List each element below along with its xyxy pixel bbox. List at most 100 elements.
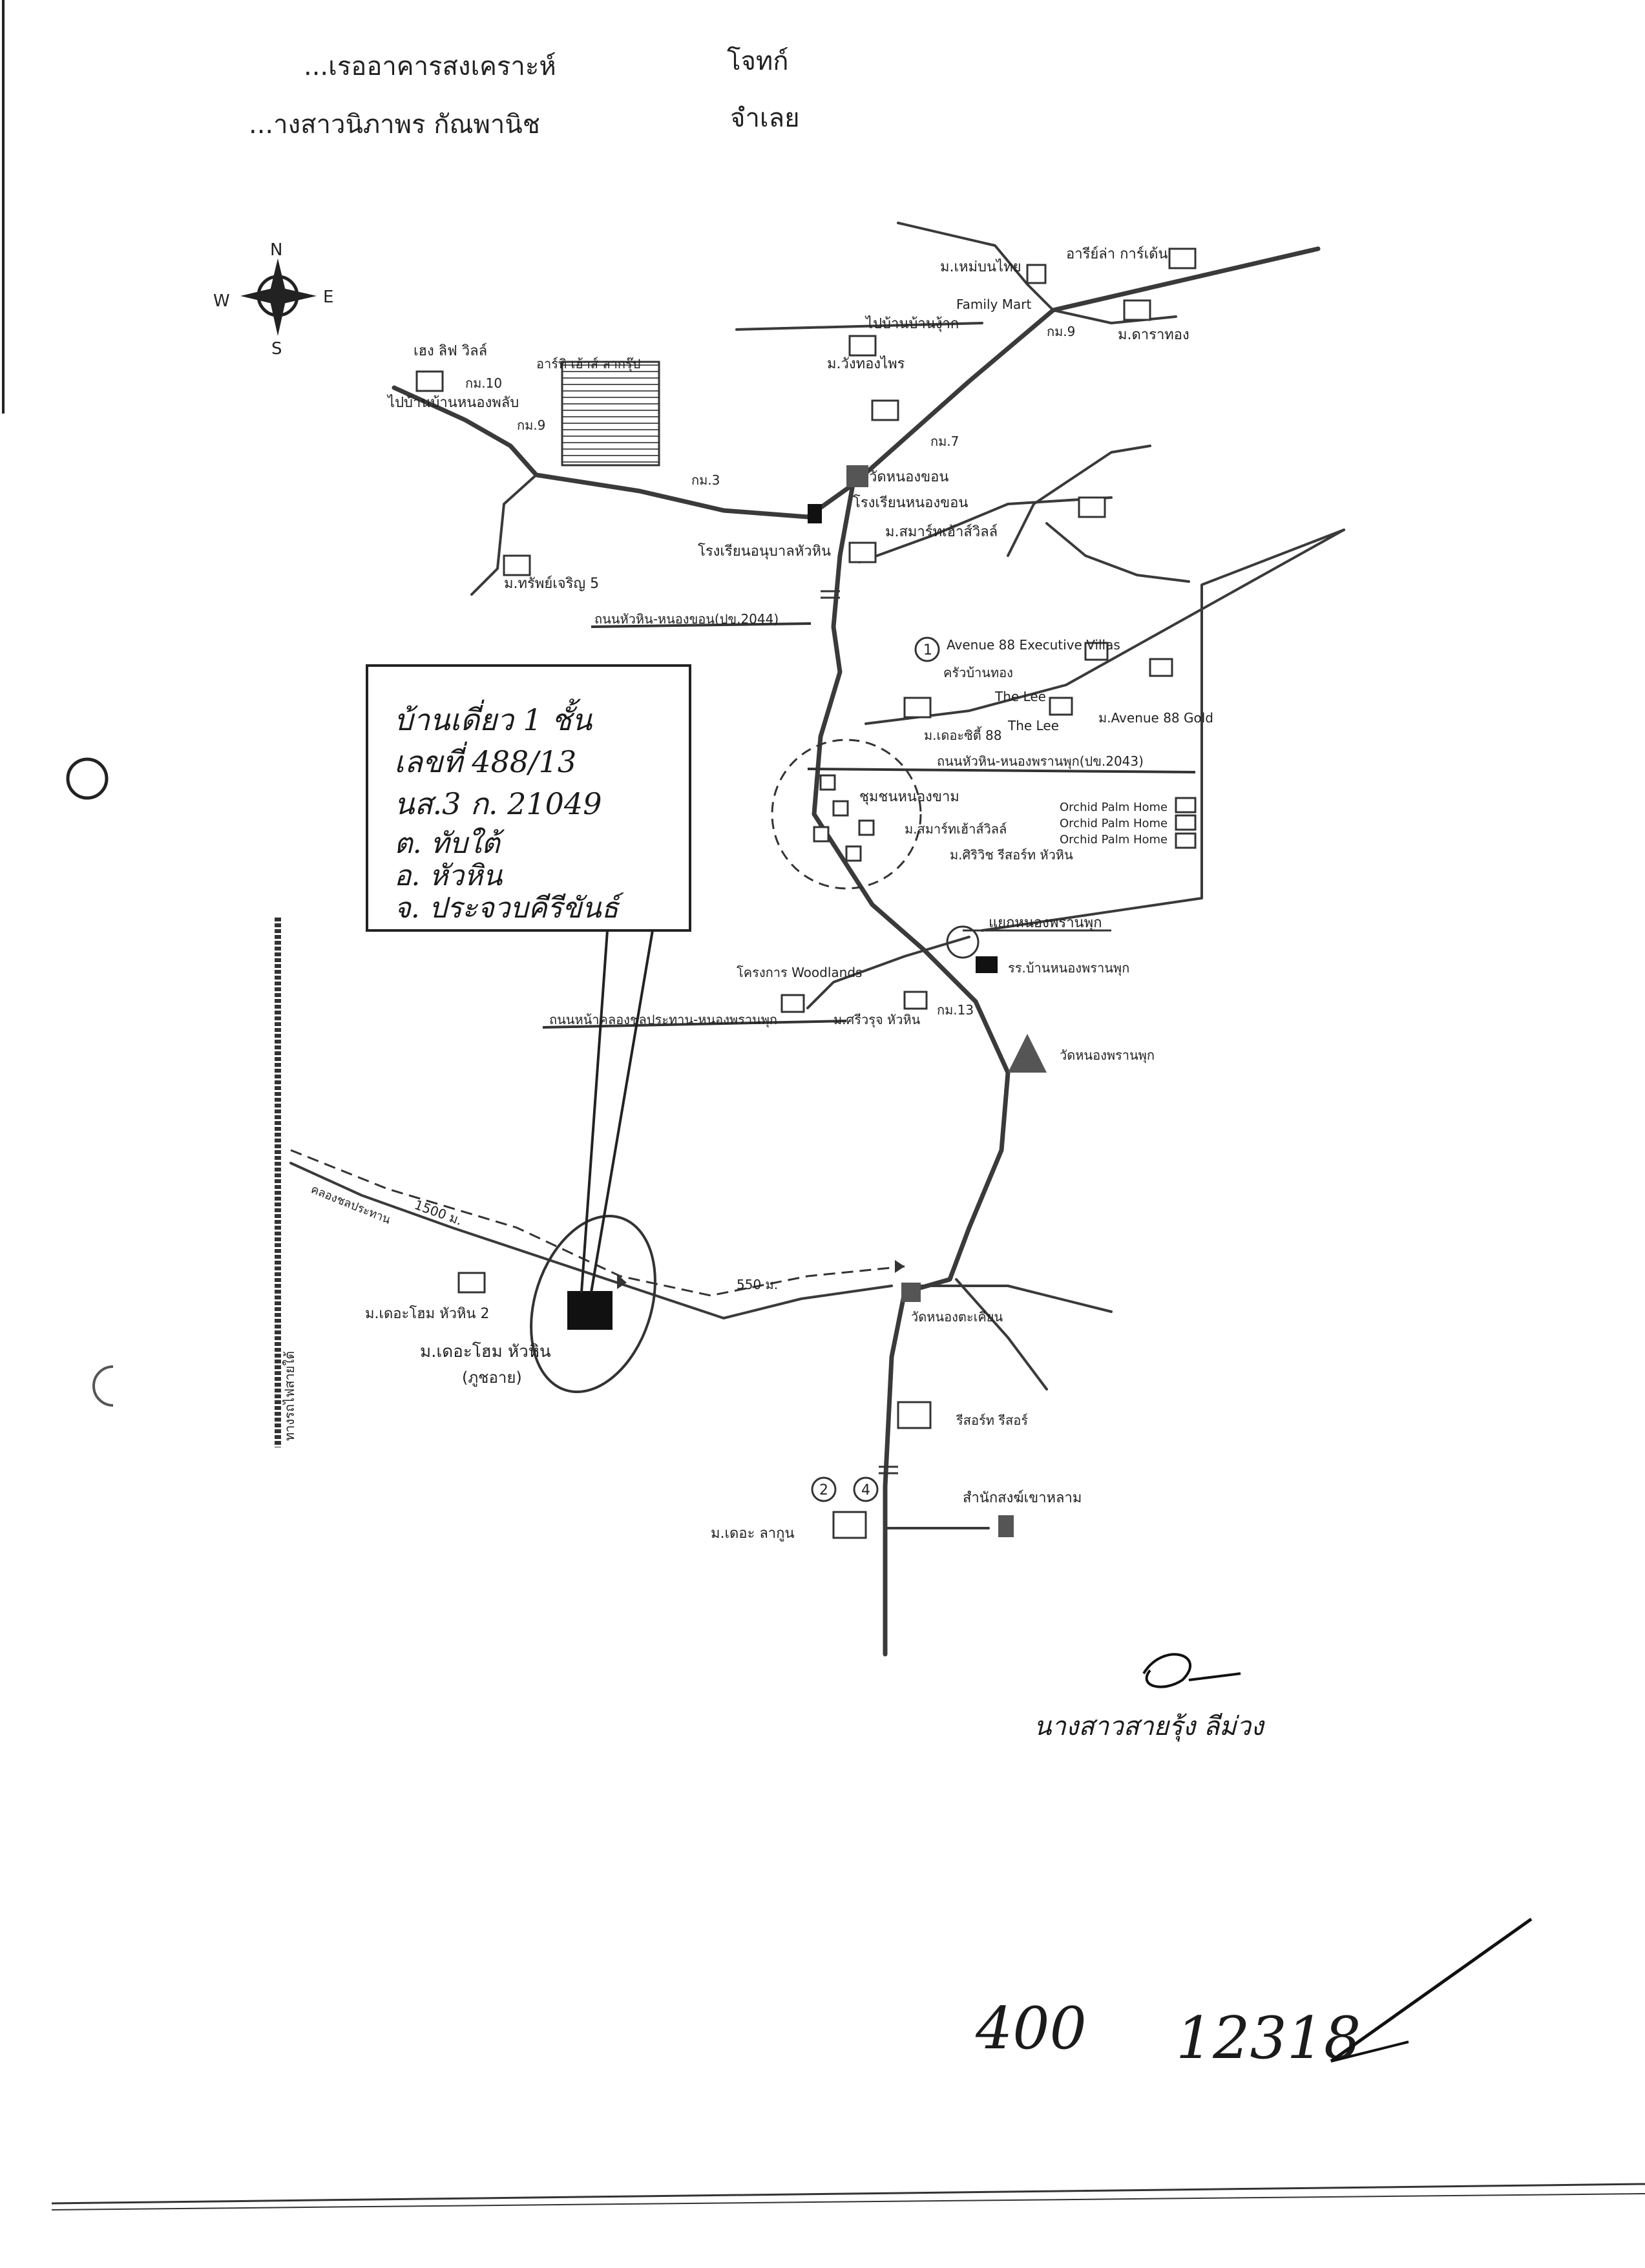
road-ne-branch xyxy=(1007,445,1151,557)
callout-box xyxy=(366,664,691,932)
label-km13: กม.13 xyxy=(937,1002,974,1018)
label-orchid-3: Orchid Palm Home xyxy=(1060,833,1168,846)
main-road-north xyxy=(392,246,1321,520)
village-icon xyxy=(1175,832,1197,849)
house-icon xyxy=(832,800,849,817)
road-network xyxy=(275,222,1345,1657)
map-labels: อารีย์ล่า การ์เด้น ม.เหม่บนไทย Family Ma… xyxy=(282,246,1213,1542)
label-watlower: วัดหนองตะเคียน xyxy=(911,1309,1003,1325)
target-property-marker xyxy=(567,1291,613,1330)
poi-icons xyxy=(415,247,1197,1539)
village-icon xyxy=(1049,697,1073,716)
label-family-mart: Family Mart xyxy=(956,297,1031,312)
village-icon xyxy=(1175,797,1197,814)
village-icon xyxy=(903,991,928,1010)
marker-2 xyxy=(811,1476,837,1502)
footer-note-2: 12318 xyxy=(1176,2004,1361,2072)
label-msmart: ม.สมาร์ทเฮ้าส์วิลล์ xyxy=(885,524,998,540)
village-icon xyxy=(457,1272,486,1294)
label-route-dist-2: 550 ม. xyxy=(737,1277,778,1292)
label-mthree: ม.เดอะซิตี้ 88 xyxy=(924,726,1002,743)
footer-note: 400 12318 xyxy=(975,1917,1533,2072)
label-mhome-sub: (ภูชอาย) xyxy=(462,1369,522,1387)
callout-line-3: นส.3 ก. 21049 xyxy=(394,786,602,821)
compass-east: E xyxy=(323,288,333,307)
village-icon xyxy=(1123,299,1151,321)
label-msri: ม.ศรีวรุจ หัวหิน xyxy=(833,1012,921,1028)
label-km7: กม.7 xyxy=(930,434,959,449)
label-avenue-gold: ม.Avenue 88 Gold xyxy=(1098,710,1213,726)
temple-icon xyxy=(998,1515,1014,1537)
label-temple-nongphran: วัดหนองพรานพุก xyxy=(1060,1047,1155,1064)
label-road-2043: ถนนหัวหิน-หนองพรานพุก(ปข.2043) xyxy=(937,753,1144,770)
callout-line-4: ต. ทับใต้ xyxy=(394,827,505,860)
temple-icon xyxy=(1008,1034,1047,1073)
label-resort-low: รีสอร์ท รีสอร์ xyxy=(956,1412,1028,1428)
hole-punch-top xyxy=(66,757,109,800)
label-rail: ทางรถไฟสายใต้ xyxy=(282,1351,297,1441)
callout-line-5: อ. หัวหิน xyxy=(394,859,503,892)
defendant-role: จำเลย xyxy=(730,103,800,133)
label-community: ชุมชนหนองขาม xyxy=(859,789,959,805)
signature-name: นางสาวสายรุ้ง ลีม่วง xyxy=(1034,1712,1265,1742)
marker-2-label: 2 xyxy=(819,1482,828,1498)
compass-west: W xyxy=(213,291,230,311)
compass-icon: N S E W xyxy=(213,240,333,359)
label-mtop-right: ม.ดาราทอง xyxy=(1118,327,1189,343)
marker-1-label: 1 xyxy=(923,642,932,658)
label-the-lee: The Lee xyxy=(994,689,1046,704)
label-orchid-2: Orchid Palm Home xyxy=(1060,817,1168,830)
house-icon xyxy=(858,819,875,836)
label-school-nongkhon: โรงเรียนหนองขอน xyxy=(853,494,968,511)
route-arrow xyxy=(895,1260,905,1273)
label-arts: อาร์ทิ เฮ้าส์ ลากรุ๊ป xyxy=(536,356,640,372)
label-village-top: ม.เหม่บนไทย xyxy=(940,258,1021,275)
road-east-2 xyxy=(1045,522,1190,583)
label-road-bottom: ถนนหน้าคลองชลประทาน-หนองพรานพุก xyxy=(549,1012,777,1028)
road-east-mid xyxy=(858,496,1113,563)
temple-icon xyxy=(846,465,868,487)
label-school2: รร.บ้านหนองพรานพุก xyxy=(1008,960,1129,976)
resort-icon xyxy=(1168,247,1197,269)
intersection-circle xyxy=(946,925,980,959)
route-arrow-2 xyxy=(617,1274,627,1289)
label-avenue88: Avenue 88 Executive Villas xyxy=(947,637,1120,653)
village-icon xyxy=(1149,658,1173,677)
page-edge-bottom xyxy=(51,2183,1645,2205)
label-orchid-1: Orchid Palm Home xyxy=(1060,801,1168,814)
community-circle xyxy=(771,739,922,890)
village-icon xyxy=(1084,642,1109,661)
family-mart-icon xyxy=(1026,264,1047,284)
road-east-top xyxy=(1052,309,1177,324)
label-mhome-target: ม.เดอะโฮม หัวหิน xyxy=(420,1341,551,1361)
label-mdeo: ม.เดอะ ลากูน xyxy=(711,1526,795,1542)
main-road-south xyxy=(812,482,1011,1657)
label-the-lee-2: The Lee xyxy=(1007,718,1059,733)
school-icon xyxy=(808,504,822,523)
label-msmart2: ม.สมาร์ทเฮ้าส์วิลล์ xyxy=(905,821,1007,837)
label-woodlands: โครงการ Woodlands xyxy=(737,965,862,980)
label-kr: ครัวบ้านทอง xyxy=(943,665,1013,680)
village-icon xyxy=(848,335,877,357)
village-icon xyxy=(848,541,877,563)
page-edge-bottom-2 xyxy=(51,2193,1645,2210)
road-se-branch xyxy=(955,1278,1048,1391)
resort-icon xyxy=(897,1401,932,1429)
village-icon xyxy=(832,1511,867,1539)
label-intersection: แยกหนองพรานพุก xyxy=(989,915,1102,931)
label-km9: กม.9 xyxy=(1047,324,1075,339)
label-temple-low: สำนักสงฆ์เขาหลาม xyxy=(963,1490,1082,1506)
label-msiri: ม.ศิริวิช รีสอร์ท หัวหิน xyxy=(950,847,1073,863)
marker-4 xyxy=(853,1476,879,1502)
signature-block: นางสาวสายรุ้ง ลีม่วง xyxy=(1034,1653,1265,1742)
canal-road xyxy=(289,1162,893,1319)
house-icon xyxy=(819,774,836,791)
target-ellipse xyxy=(530,1214,656,1394)
village-icon xyxy=(871,399,899,421)
road-2043 xyxy=(807,768,1196,773)
temple-icon xyxy=(901,1283,921,1302)
callout-pointer-left xyxy=(580,930,609,1293)
plaintiff-role: โจทก์ xyxy=(727,47,789,76)
road-woodlands xyxy=(806,936,970,1009)
footer-note-1: 400 xyxy=(975,1995,1087,2063)
